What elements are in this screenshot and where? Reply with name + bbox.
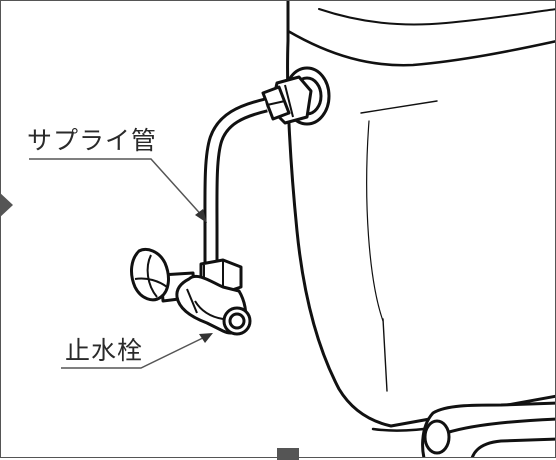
tank-lid-edge xyxy=(318,8,555,26)
stop-valve-leader-arrow xyxy=(199,333,213,343)
stop-valve-label: 止水栓 xyxy=(65,336,144,365)
supply-pipe-leader xyxy=(29,158,206,220)
tank-inlet-fitting xyxy=(261,66,331,126)
chevron-left-icon[interactable] xyxy=(0,192,13,218)
supply-pipe-fill xyxy=(206,100,268,263)
chevron-down-icon[interactable] xyxy=(277,448,299,460)
stop-valve-handle xyxy=(130,248,170,302)
tank-highlight xyxy=(360,100,438,392)
tank-contour xyxy=(366,120,384,322)
toilet-base xyxy=(421,401,555,457)
supply-pipe-label: サプライ管 xyxy=(27,126,158,155)
supply-pipe-leader-arrow xyxy=(195,209,207,223)
tank-lid-seam xyxy=(286,29,555,67)
stop-valve-leader xyxy=(61,333,212,369)
